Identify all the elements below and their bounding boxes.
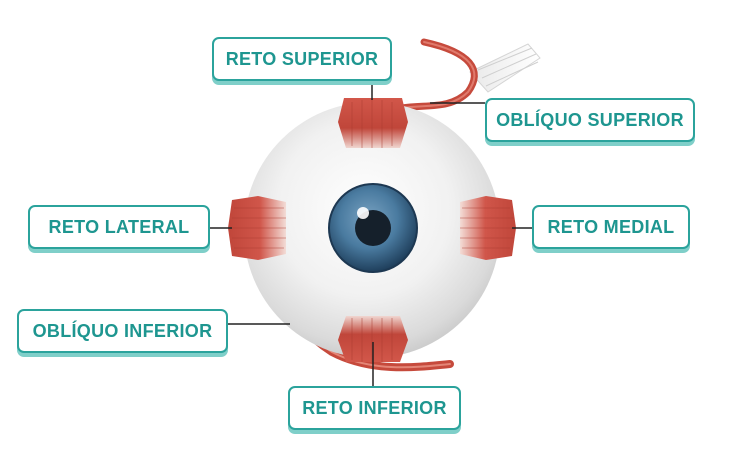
label-reto-lateral: RETO LATERAL (28, 205, 210, 249)
superior-oblique-tendon (469, 43, 541, 93)
superior-rectus-muscle (338, 98, 408, 148)
pupil (355, 210, 391, 246)
superior-oblique-muscle (398, 38, 478, 112)
leader-lines (210, 81, 532, 386)
label-reto-medial: RETO MEDIAL (532, 205, 690, 249)
label-reto-inferior: RETO INFERIOR (288, 386, 461, 430)
label-obliquo-inferior: OBLÍQUO INFERIOR (17, 309, 228, 353)
label-obliquo-superior: OBLÍQUO SUPERIOR (485, 98, 695, 142)
inferior-rectus-muscle (338, 316, 408, 362)
label-reto-superior: RETO SUPERIOR (212, 37, 392, 81)
lateral-rectus-muscle (228, 196, 286, 260)
medial-rectus-muscle (460, 196, 516, 260)
eye-highlight (357, 207, 369, 219)
